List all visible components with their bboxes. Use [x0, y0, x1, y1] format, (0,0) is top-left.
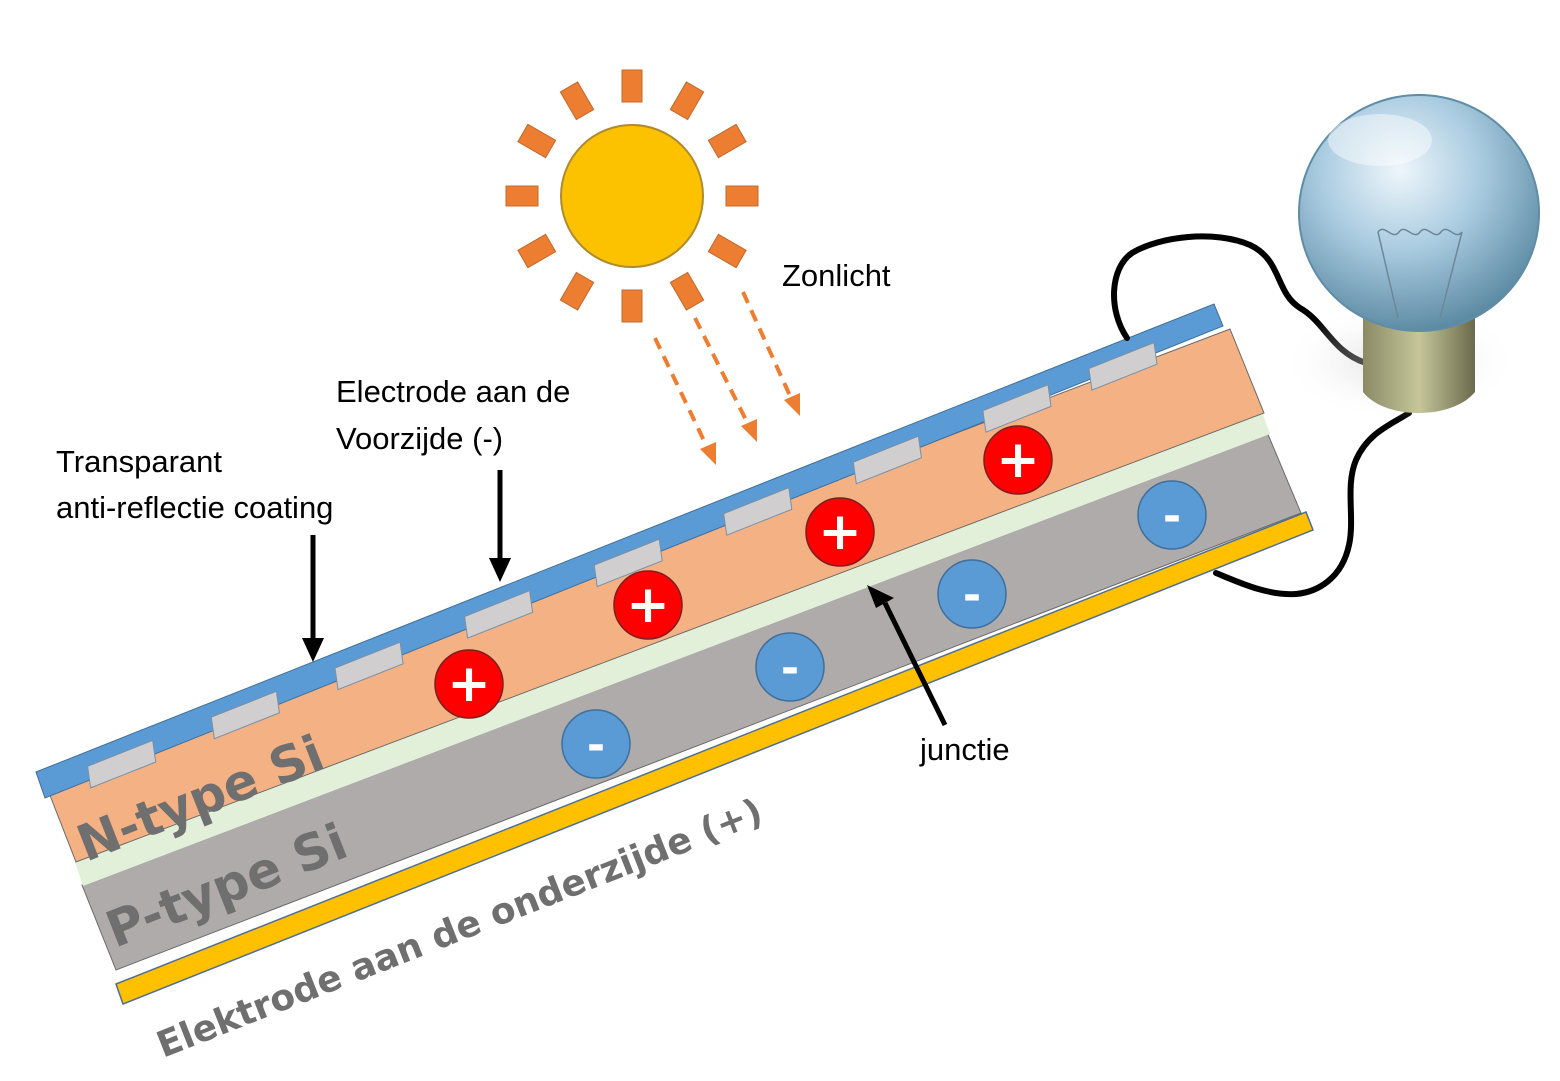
sun-ray [559, 81, 595, 121]
junction-layer [75, 412, 1270, 886]
front-electrode-strip [210, 690, 280, 740]
positive-charge: + [983, 425, 1053, 495]
sun-ray [725, 185, 759, 207]
sun-icon [505, 69, 759, 323]
sun-ray [517, 233, 557, 269]
positive-charge: + [805, 497, 875, 567]
negative-sign: - [963, 570, 981, 621]
negative-charge: - [755, 632, 825, 702]
bottom-electrode [115, 511, 1314, 1005]
negative-sign: - [1163, 491, 1181, 542]
sun-ray [669, 271, 705, 311]
sun-ray [669, 81, 705, 121]
positive-charge: + [613, 570, 683, 640]
front-electrode-strips [87, 341, 1158, 789]
front-electrode-strip [852, 435, 922, 485]
front-electrode-strip [334, 641, 404, 691]
positive-sign: + [626, 575, 670, 635]
negative-charge: - [937, 559, 1007, 629]
front-electrode-strip [723, 486, 793, 536]
coating-label-line1: Transparant [56, 444, 222, 479]
sun-ray [621, 69, 643, 103]
positive-sign: + [818, 502, 862, 562]
positive-charge: + [434, 649, 504, 719]
sun-rays [505, 69, 759, 323]
positive-sign: + [996, 430, 1040, 490]
front-electrode-strip [1088, 341, 1158, 391]
negative-sign: - [781, 643, 799, 694]
light-bulb-icon [1280, 94, 1540, 422]
sun-ray [559, 271, 595, 311]
sun-ray [621, 289, 643, 323]
positive-sign: + [447, 654, 491, 714]
negative-charge: - [561, 709, 631, 779]
sun-ray [707, 123, 747, 159]
sunlight-label: Zonlicht [782, 258, 891, 293]
sun-ray [517, 123, 557, 159]
front-electrode-label-line2: Voorzijde (-) [336, 421, 503, 456]
front-electrode-label-line1: Electrode aan de [336, 374, 570, 409]
arrow-icon [302, 470, 948, 727]
coating-label-line2: anti-reflectie coating [56, 490, 333, 525]
negative-charge: - [1137, 480, 1207, 550]
front-electrode-strip [593, 538, 663, 588]
front-electrode-strip [982, 384, 1052, 433]
sun-ray [707, 233, 747, 269]
front-electrode-strip [464, 590, 534, 639]
charges: + + + + - - - - [434, 425, 1207, 779]
junction-label: junctie [919, 732, 1010, 767]
front-electrode-strip [87, 739, 157, 789]
sunlight-arrows [653, 291, 800, 465]
negative-sign: - [587, 720, 605, 771]
sun-ray [505, 185, 539, 207]
